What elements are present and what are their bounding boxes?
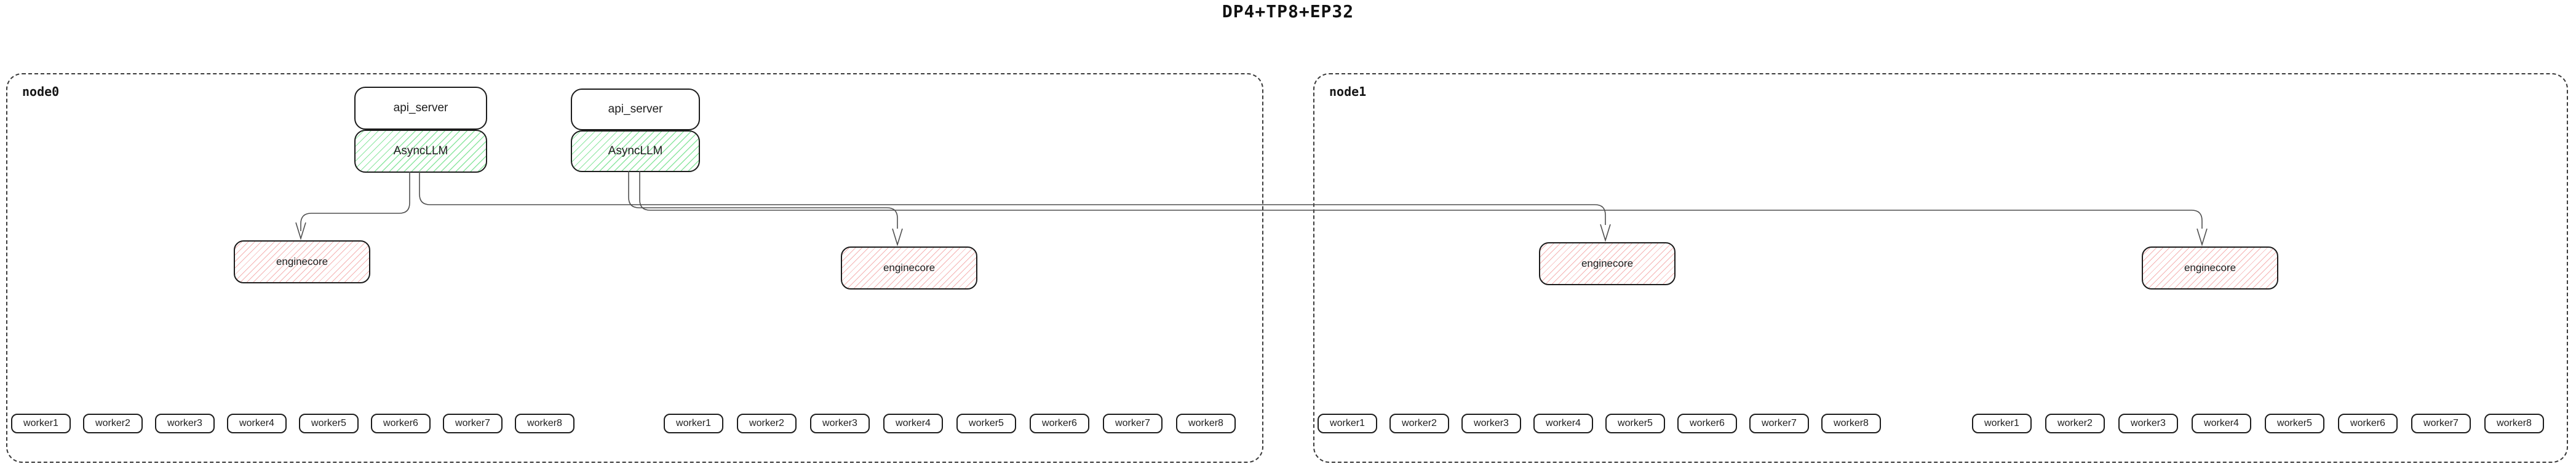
- node1-enginecore-2-box: enginecore: [2142, 246, 2278, 290]
- worker-box: worker7: [1749, 414, 1809, 433]
- node0-enginecore-2-box: enginecore: [841, 246, 977, 290]
- diagram-title: DP4+TP8+EP32: [1222, 1, 1354, 22]
- api-server-1-box: api_server: [354, 87, 487, 130]
- api-server-2-box: api_server: [571, 89, 700, 130]
- worker-box: worker7: [443, 414, 503, 433]
- worker-box: worker3: [1461, 414, 1521, 433]
- worker-box: worker2: [2045, 414, 2105, 433]
- worker-box: worker6: [371, 414, 431, 433]
- worker-box: worker7: [2411, 414, 2471, 433]
- worker-box: worker5: [1605, 414, 1665, 433]
- worker-box: worker2: [1389, 414, 1449, 433]
- node1-worker-group-2: worker1 worker2 worker3 worker4 worker5 …: [1972, 414, 2544, 433]
- worker-box: worker1: [1318, 414, 1377, 433]
- worker-box: worker4: [227, 414, 287, 433]
- worker-box: worker3: [155, 414, 215, 433]
- node0-worker-group-1: worker1 worker2 worker3 worker4 worker5 …: [11, 414, 574, 433]
- worker-box: worker8: [515, 414, 574, 433]
- worker-box: worker8: [1176, 414, 1236, 433]
- worker-box: worker4: [883, 414, 943, 433]
- worker-box: worker5: [299, 414, 359, 433]
- worker-box: worker3: [810, 414, 870, 433]
- async-llm-1-box: AsyncLLM: [354, 130, 487, 173]
- worker-box: worker1: [11, 414, 71, 433]
- worker-box: worker1: [664, 414, 723, 433]
- worker-box: worker8: [2484, 414, 2544, 433]
- node0-container: node0 api_server AsyncLLM api_server Asy…: [6, 73, 1263, 463]
- worker-box: worker6: [2338, 414, 2398, 433]
- node0-label: node0: [22, 84, 60, 99]
- worker-box: worker6: [1677, 414, 1737, 433]
- node1-worker-group-1: worker1 worker2 worker3 worker4 worker5 …: [1318, 414, 1881, 433]
- node0-enginecore-1-box: enginecore: [234, 240, 370, 283]
- worker-box: worker7: [1103, 414, 1163, 433]
- worker-box: worker6: [1030, 414, 1089, 433]
- async-llm-2-box: AsyncLLM: [571, 130, 700, 172]
- worker-box: worker4: [2192, 414, 2251, 433]
- worker-box: worker2: [83, 414, 143, 433]
- worker-box: worker8: [1821, 414, 1881, 433]
- node1-label: node1: [1329, 84, 1367, 99]
- node1-container: node1 enginecore enginecore worker1 work…: [1313, 73, 2568, 463]
- worker-box: worker1: [1972, 414, 2032, 433]
- worker-box: worker5: [956, 414, 1016, 433]
- node1-enginecore-1-box: enginecore: [1539, 242, 1676, 285]
- worker-box: worker2: [737, 414, 797, 433]
- worker-box: worker5: [2265, 414, 2324, 433]
- worker-box: worker3: [2118, 414, 2178, 433]
- worker-box: worker4: [1533, 414, 1593, 433]
- node0-worker-group-2: worker1 worker2 worker3 worker4 worker5 …: [664, 414, 1236, 433]
